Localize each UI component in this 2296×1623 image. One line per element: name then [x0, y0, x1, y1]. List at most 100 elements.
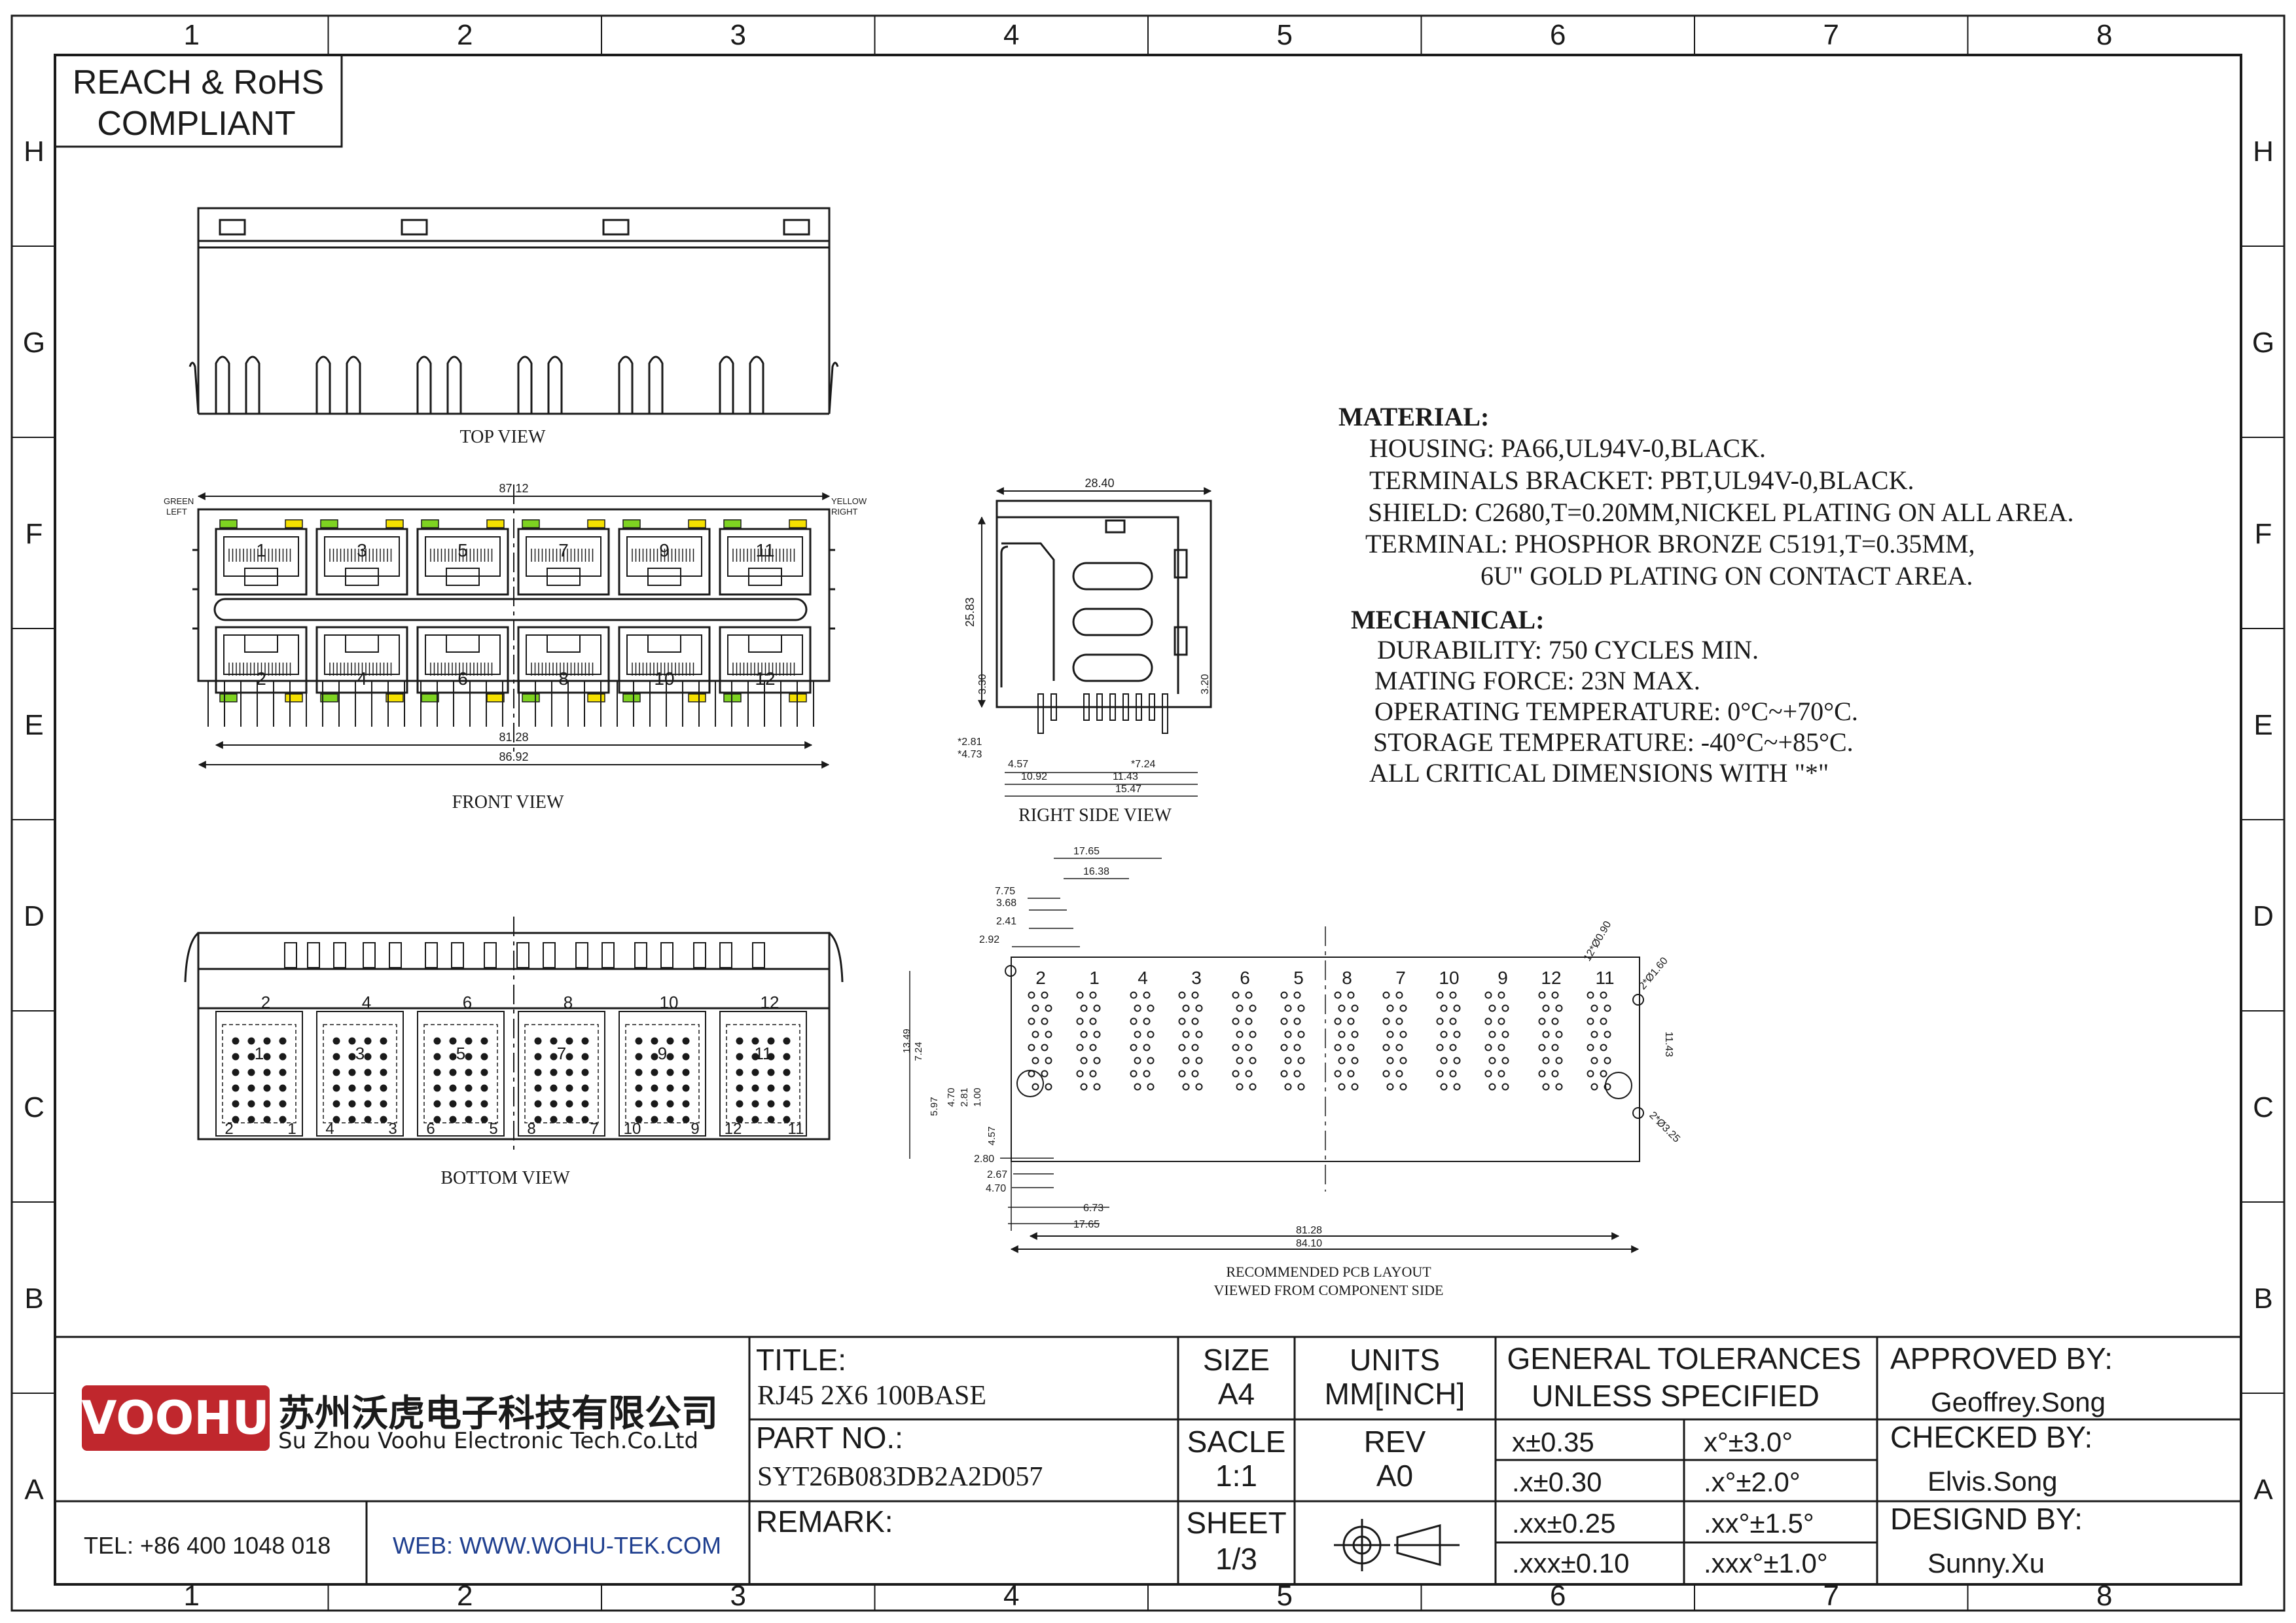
led-yellow [486, 519, 505, 528]
pcb-pad [1130, 1044, 1138, 1051]
company-name-cn: 苏州沃虎电子科技有限公司 [278, 1393, 718, 1435]
pcb-pad [1191, 1070, 1199, 1078]
top-view-side-tab [188, 361, 200, 414]
pcb-pad [1386, 1057, 1394, 1065]
bottom-view-pin [736, 1068, 744, 1076]
pcb-dim-overall-2: 84.10 [1296, 1238, 1322, 1249]
pcb-pad [1045, 1083, 1052, 1091]
pcb-pad [1498, 1070, 1505, 1078]
pcb-pad [1031, 1083, 1039, 1091]
bottom-view-tab [543, 942, 556, 968]
size-label: SIZE [1203, 1343, 1270, 1377]
bottom-port-corner-right: 9 [691, 1120, 699, 1138]
bottom-view-pin [651, 1084, 658, 1092]
pcb-pad [1347, 1070, 1355, 1078]
pcb-pad [1031, 1004, 1039, 1012]
grid-col-label: 2 [457, 19, 473, 51]
pcb-pad [1297, 1083, 1305, 1091]
dim-side-724: *7.24 [1131, 759, 1155, 770]
sheet-value: 1/3 [1215, 1542, 1257, 1576]
led-yellow [486, 693, 505, 702]
mechanical-line-1: DURABILITY: 750 CYCLES MIN. [1377, 635, 1759, 665]
rj45-port: 6 [416, 626, 509, 702]
pcb-pad [1334, 1044, 1342, 1051]
bottom-view-pin [465, 1037, 473, 1045]
pcb-pad [1453, 1030, 1461, 1038]
logo-badge [82, 1385, 270, 1451]
dim-side-height: 25.83 [963, 597, 977, 627]
pcb-pad [1338, 1057, 1346, 1065]
pcb-hole-br [1632, 1107, 1644, 1119]
pcb-pad [1182, 1057, 1190, 1065]
pcb-pad [1093, 1083, 1101, 1091]
bottom-view-pin [465, 1116, 473, 1123]
title-label: TITLE: [756, 1343, 846, 1377]
bottom-view-pin [550, 1037, 558, 1045]
pcb-dim-hole: 2*Ø3.25 [1647, 1110, 1682, 1145]
pcb-pad [1382, 1044, 1390, 1051]
bottom-view-pin [332, 1037, 340, 1045]
bottom-view-pin [433, 1053, 441, 1061]
bottom-view-pin [480, 1084, 488, 1092]
top-view-leg [215, 356, 230, 414]
bottom-view-pin [480, 1053, 488, 1061]
rj45-port: 9 [618, 519, 711, 596]
pcb-pad [1293, 1044, 1301, 1051]
led-yellow [386, 693, 404, 702]
bottom-view-pin [247, 1084, 255, 1092]
pcb-pad [1232, 1070, 1240, 1078]
bottom-view-pin [682, 1053, 690, 1061]
bottom-port-corner-left: 10 [624, 1120, 641, 1138]
led-green [320, 693, 338, 702]
compliance-box: REACH & RoHS COMPLIANT [54, 54, 343, 148]
bottom-view-pin [767, 1100, 775, 1108]
tolerance-angular-1: .x°±2.0° [1704, 1467, 1801, 1497]
pcb-pad [1449, 1017, 1457, 1025]
bottom-view-pin [682, 1068, 690, 1076]
grid-col-label: 5 [1277, 19, 1293, 51]
pcb-pad [1195, 1083, 1203, 1091]
led-green [522, 519, 540, 528]
led-green [723, 519, 742, 528]
pcb-pad [1236, 1083, 1244, 1091]
pcb-pad [1232, 1017, 1240, 1025]
rj45-port: 3 [315, 519, 408, 596]
led-green [219, 693, 238, 702]
pcb-pad [1347, 1017, 1355, 1025]
pcb-port-label: 7 [1395, 968, 1406, 988]
bottom-view-pin [767, 1068, 775, 1076]
website-link[interactable]: WEB: WWW.WOHU-TEK.COM [393, 1532, 721, 1559]
pcb-pad [1293, 1070, 1301, 1078]
bottom-view-pin [465, 1084, 473, 1092]
pcb-pad [1143, 1017, 1151, 1025]
bottom-view-pin [581, 1100, 589, 1108]
pcb-dim-bottom: 6.73 [1083, 1203, 1103, 1214]
pcb-pad [1280, 1017, 1288, 1025]
dim-side-473: *4.73 [958, 749, 982, 760]
spec-block: MATERIAL: HOUSING: PA66,UL94V-0,BLACK. T… [1338, 402, 2073, 788]
bottom-view-pin [380, 1037, 387, 1045]
bottom-view-pin [232, 1053, 240, 1061]
bottom-view-pin [380, 1053, 387, 1061]
bottom-view-pin [565, 1084, 573, 1092]
bottom-view-pin [449, 1100, 457, 1108]
pcb-pad [1080, 1083, 1088, 1091]
bottom-view-pin [232, 1068, 240, 1076]
bottom-view-pin [534, 1068, 542, 1076]
pcb-pad [1143, 1070, 1151, 1078]
bottom-view-pin [550, 1084, 558, 1092]
pcb-pad [1284, 1030, 1292, 1038]
pcb-pad [1236, 1057, 1244, 1065]
pcb-pad [1147, 1030, 1155, 1038]
pcb-dim-left: 4.70 [946, 1087, 957, 1106]
pcb-pad [1249, 1083, 1257, 1091]
pcb-pad [1351, 1030, 1359, 1038]
tolerance-angular-3: .xxx°±1.0° [1704, 1548, 1828, 1578]
bottom-view-pin [534, 1037, 542, 1045]
bottom-view-pin [534, 1116, 542, 1123]
pcb-pad [1386, 1030, 1394, 1038]
tolerance-heading-1: GENERAL TOLERANCES [1507, 1341, 1861, 1376]
